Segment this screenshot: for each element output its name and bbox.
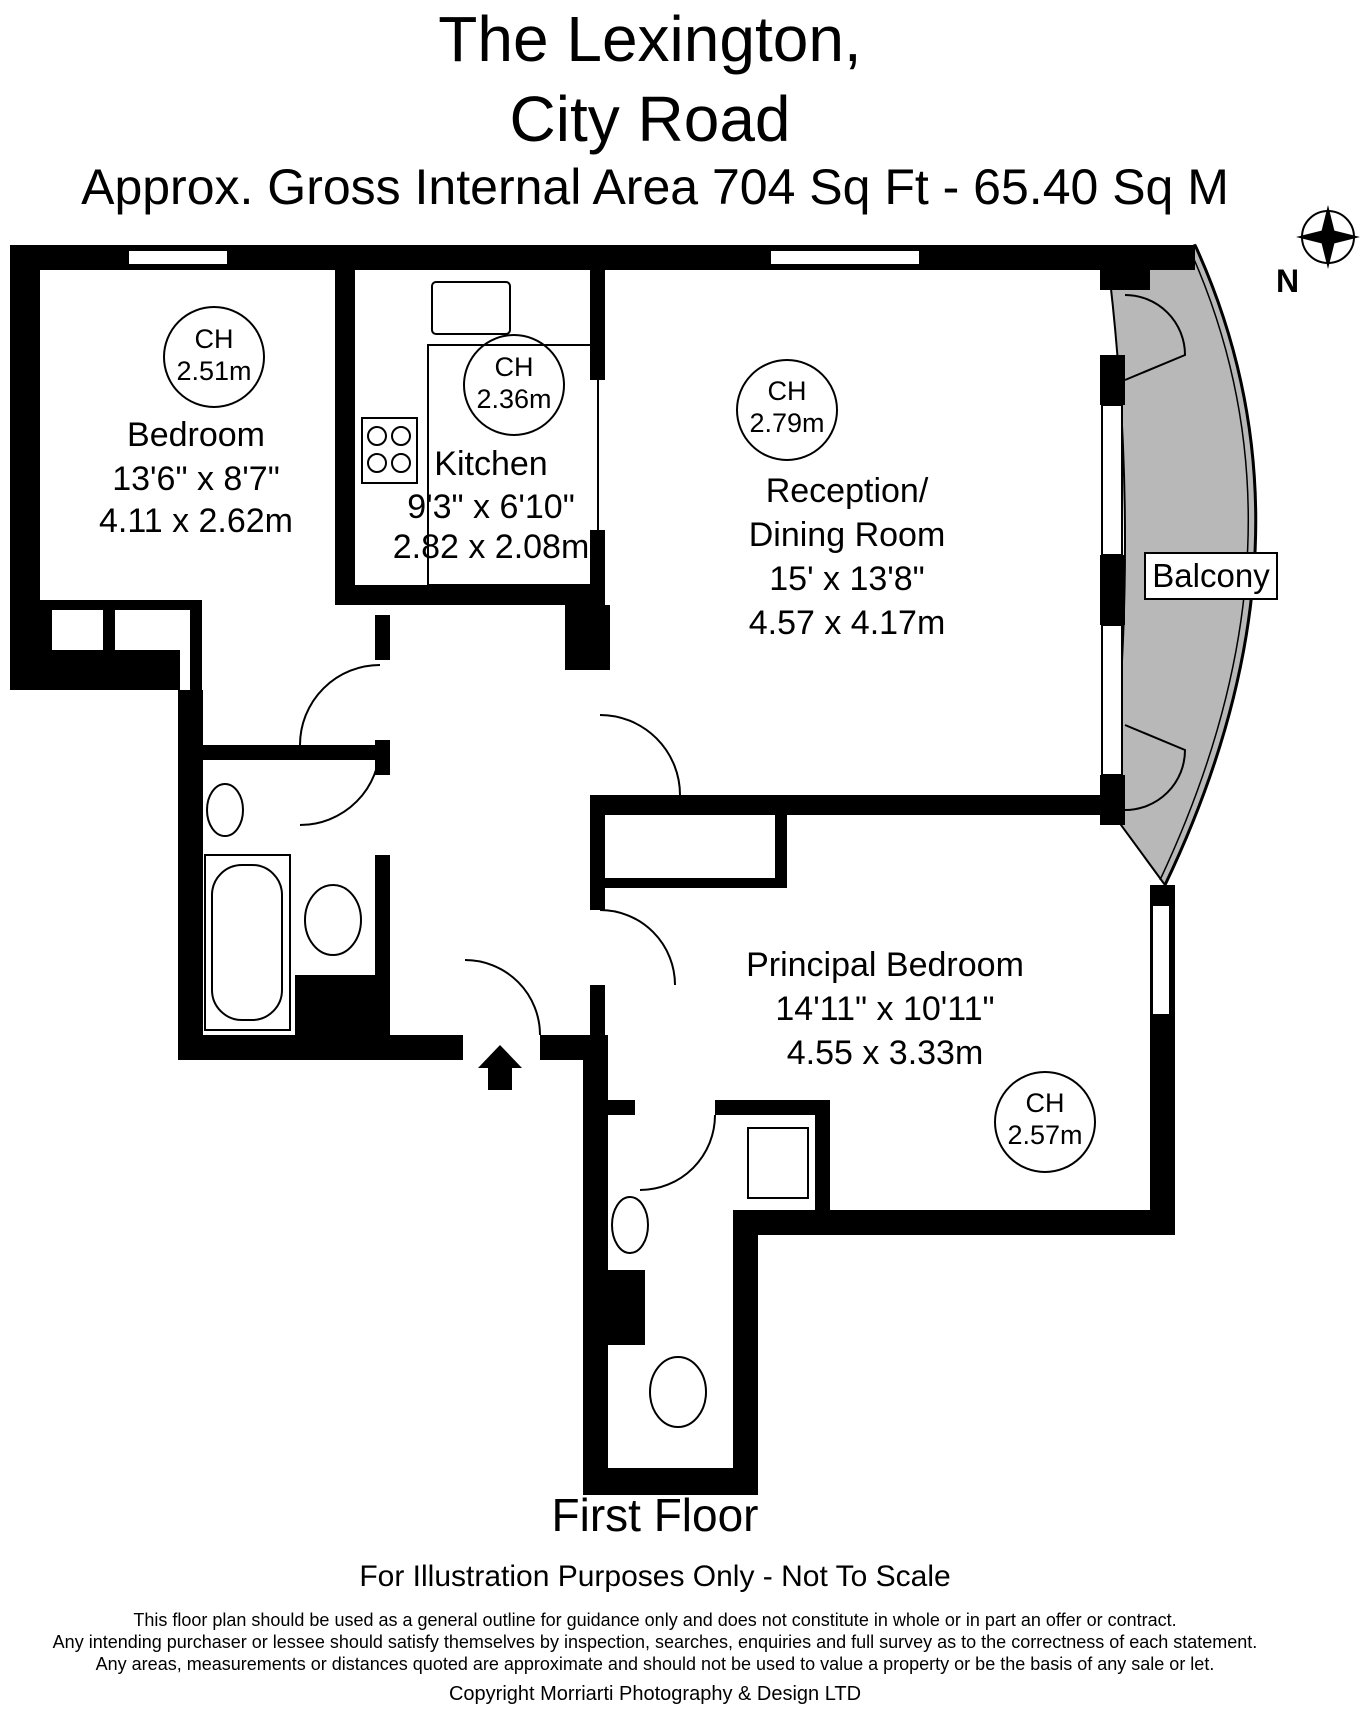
kitchen-metric: 2.82 x 2.08m [393,528,590,566]
interior-walls [40,270,1120,1345]
bathtub [204,854,291,1031]
disclaimer-line-3: Any areas, measurements or distances quo… [95,1654,1215,1674]
reception-ch-height: 2.79m [749,408,824,438]
disclaimer-line-1: This floor plan should be used as a gene… [133,1610,1177,1630]
bedroom-imperial: 13'6" x 8'7" [112,460,280,498]
reception-imperial: 15' x 13'8" [769,560,925,598]
shower [747,1127,809,1199]
bedroom-ch-label: CH [195,324,234,354]
reception-metric: 4.57 x 4.17m [749,604,946,642]
reception-name-line1: Reception/ [766,472,929,510]
plan-subtitle: City Road [509,83,791,155]
principal-ch-height: 2.57m [1007,1120,1082,1150]
ensuite-toilet [649,1356,707,1428]
doors [299,294,1187,1191]
principal-ch-label: CH [1026,1088,1065,1118]
gross-internal-area: Approx. Gross Internal Area 704 Sq Ft - … [81,159,1229,215]
fixtures [204,281,809,1428]
illustration-note: For Illustration Purposes Only - Not To … [359,1560,951,1593]
balcony-label-box [1144,552,1278,600]
kitchen-name: Kitchen [434,445,547,483]
kitchen-ch-label: CH [495,352,534,382]
kitchen-ch-height: 2.36m [476,384,551,414]
reception-name-line2: Dining Room [749,516,946,554]
bathroom-basin [206,783,244,837]
balcony-name: Balcony [1152,557,1270,594]
principal-name: Principal Bedroom [746,946,1024,984]
bedroom-metric: 4.11 x 2.62m [99,502,293,540]
bathroom-toilet [304,884,362,956]
windows [127,249,1171,1016]
plan-title: The Lexington, [438,3,862,75]
bedroom-ch-height: 2.51m [176,356,251,386]
compass-icon [1296,205,1360,269]
disclaimer-line-2: Any intending purchaser or lessee should… [52,1632,1258,1652]
copyright: Copyright Morriarti Photography & Design… [448,1683,862,1705]
principal-imperial: 14'11" x 10'11" [775,990,994,1028]
floor-name: First Floor [551,1489,759,1541]
ch-markers [163,306,1096,1173]
compass-north-label: N [1276,263,1299,299]
entrance-arrow-icon [478,1045,522,1090]
kitchen-sink [431,281,511,335]
hob [361,417,418,484]
ensuite-basin [611,1196,649,1254]
kitchen-imperial: 9'3" x 6'10" [407,488,575,526]
kitchen-counter [427,344,599,586]
principal-metric: 4.55 x 3.33m [787,1034,984,1072]
bedroom-name: Bedroom [127,416,265,454]
reception-ch-label: CH [768,376,807,406]
